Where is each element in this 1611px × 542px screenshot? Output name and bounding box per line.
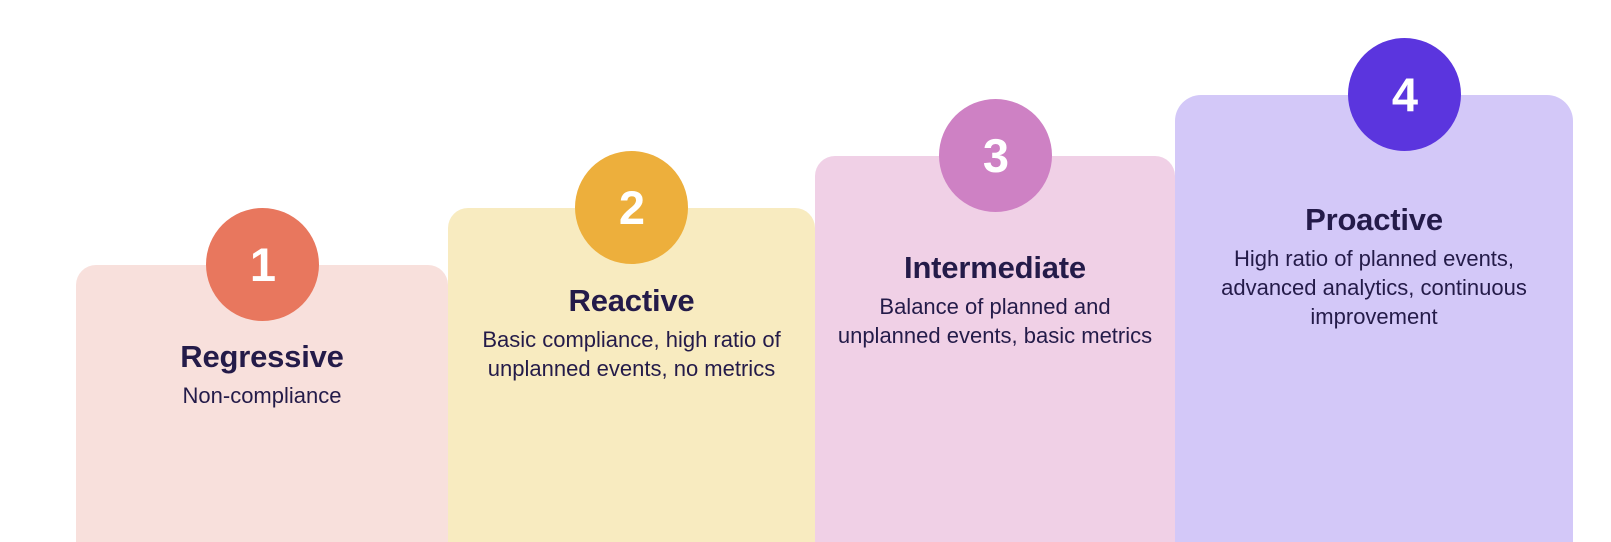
step-card-background [1175,95,1573,542]
step-title: Reactive [568,283,695,318]
maturity-step-reactive[interactable]: 2 Reactive Basic compliance, high ratio … [448,151,815,542]
maturity-step-intermediate[interactable]: 3 Intermediate Balance of planned and un… [815,99,1175,542]
step-number-badge-4: 4 [1348,38,1461,151]
step-description: Basic compliance, high ratio of unplanne… [482,326,781,381]
step-description: High ratio of planned events, advanced a… [1221,245,1527,329]
maturity-step-proactive[interactable]: 4 Proactive High ratio of planned events… [1175,38,1573,542]
step-title: Intermediate [904,250,1086,285]
step-text-block: Reactive Basic compliance, high ratio of… [448,283,815,383]
step-text-block: Proactive High ratio of planned events, … [1175,202,1573,331]
step-number-badge-3: 3 [939,99,1052,212]
step-title: Proactive [1305,202,1443,237]
step-number-label: 2 [618,181,645,234]
step-text-block: Intermediate Balance of planned and unpl… [815,250,1175,350]
step-number-label: 3 [982,129,1009,182]
maturity-step-regressive[interactable]: 1 Regressive Non-compliance [76,208,448,542]
step-number-badge-2: 2 [575,151,688,264]
step-text-block: Regressive Non-compliance [76,339,448,410]
step-title: Regressive [180,339,344,374]
step-number-label: 1 [249,238,276,291]
step-description: Non-compliance [182,382,342,408]
step-card-background [815,156,1175,542]
step-description: Balance of planned and unplanned events,… [837,293,1153,348]
step-number-badge-1: 1 [206,208,319,321]
step-number-label: 4 [1391,68,1418,121]
